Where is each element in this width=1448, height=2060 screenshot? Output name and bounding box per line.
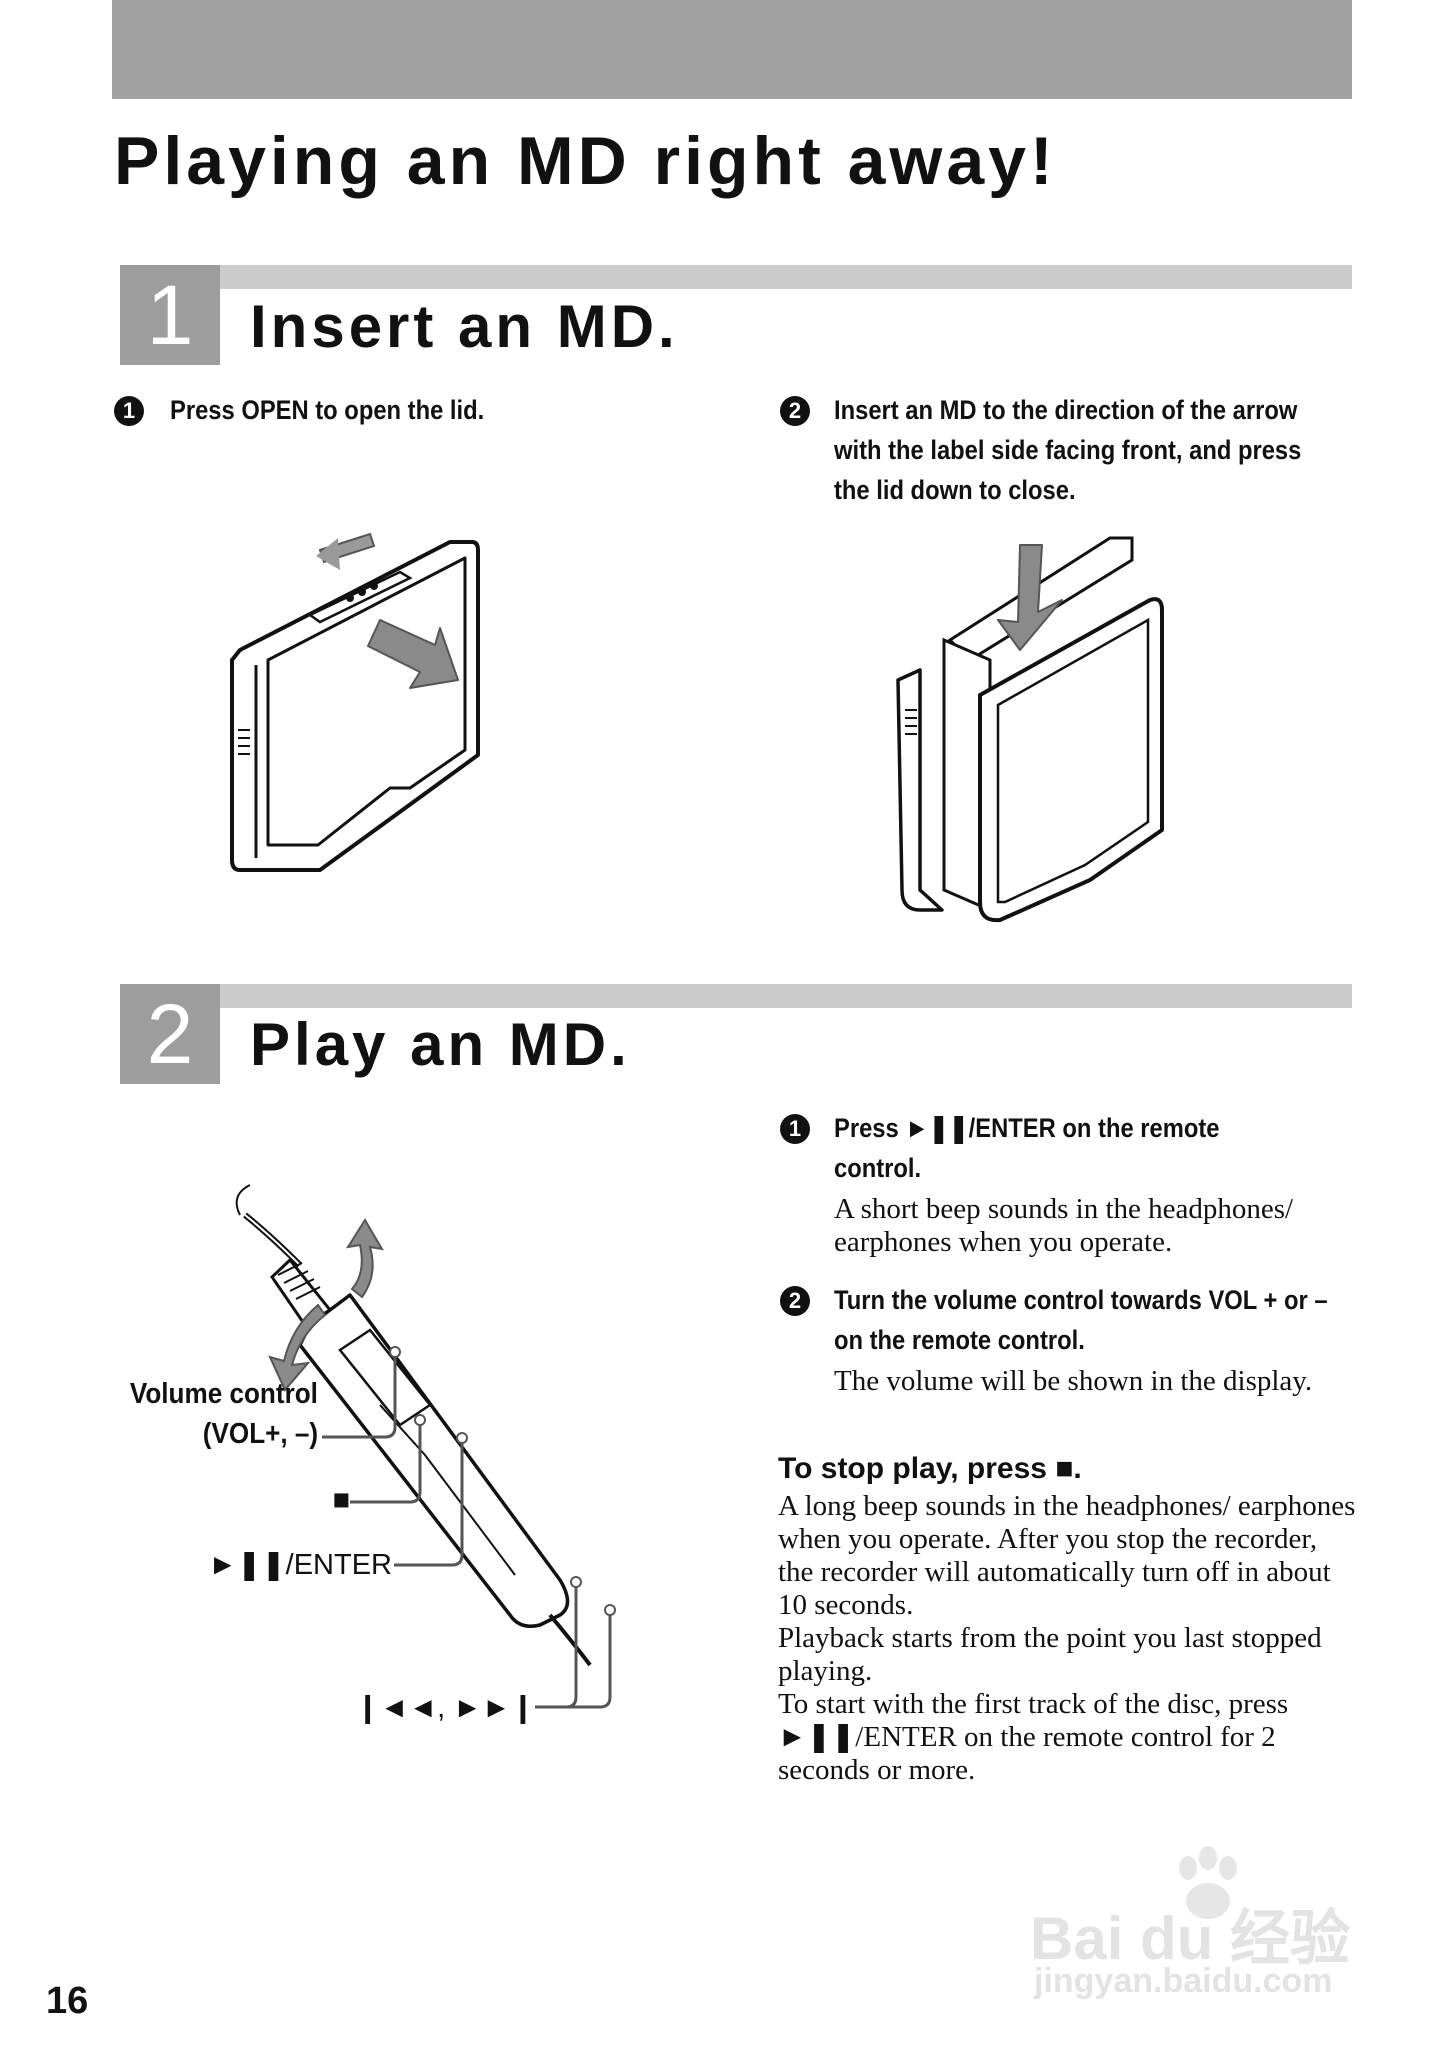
page-title: Playing an MD right away! [114, 123, 1057, 199]
stop-play-body: A long beep sounds in the headphones/ ea… [778, 1490, 1358, 1787]
baidu-paw-logo [1179, 1846, 1237, 1919]
section2-number: 2 [120, 984, 220, 1084]
callout-stop: ■ [332, 1484, 350, 1516]
md-insert-illustration [896, 536, 1164, 923]
callout-volume-line2: (VOL+, –) [202, 1418, 318, 1450]
callout-play-enter: ►❚❚/ENTER [208, 1549, 392, 1581]
section1-step2-num: 2 [780, 396, 810, 426]
section1-step1-text: Press OPEN to open the lid. [170, 395, 485, 425]
header-bar [112, 0, 1352, 99]
section1-bar [220, 265, 1352, 289]
section2-step2-text: Turn the volume control towards VOL + or… [834, 1285, 1328, 1355]
section1-step2-text: Insert an MD to the direction of the arr… [834, 395, 1302, 505]
section2-step2-num: 2 [780, 1286, 810, 1316]
callout-volume-line1: Volume control [129, 1378, 318, 1410]
watermark-url: jingyan.baidu.com [1034, 1962, 1333, 2000]
md-player-open-illustration [230, 532, 480, 872]
section2-step2-desc: The volume will be shown in the display. [834, 1365, 1313, 1397]
section2-step1-desc: A short beep sounds in the headphones/ e… [834, 1193, 1294, 1258]
section1-title: Insert an MD. [250, 293, 679, 360]
section1-number: 1 [120, 265, 220, 365]
section2-step1-text: Press ►❚❚/ENTER on the remote control. [834, 1113, 1220, 1183]
remote-control-illustration [235, 1184, 592, 1667]
watermark-brand: Bai du 经验 [1030, 1905, 1351, 1972]
section1-step1-num: 1 [114, 396, 144, 426]
stop-play-paragraph: Playback starts from the point you last … [778, 1622, 1322, 1687]
stop-play-paragraph: To start with the first track of the dis… [778, 1688, 1289, 1786]
section2-bar [220, 984, 1352, 1008]
section2-title: Play an MD. [250, 1011, 631, 1078]
stop-play-paragraph: A long beep sounds in the headphones/ ea… [778, 1490, 1356, 1621]
section2-step1-num: 1 [780, 1114, 810, 1144]
stop-play-heading: To stop play, press ■. [778, 1452, 1082, 1485]
callout-skip: ❙◄◄, ►►❙ [355, 1692, 535, 1724]
page-number: 16 [46, 1980, 89, 2022]
